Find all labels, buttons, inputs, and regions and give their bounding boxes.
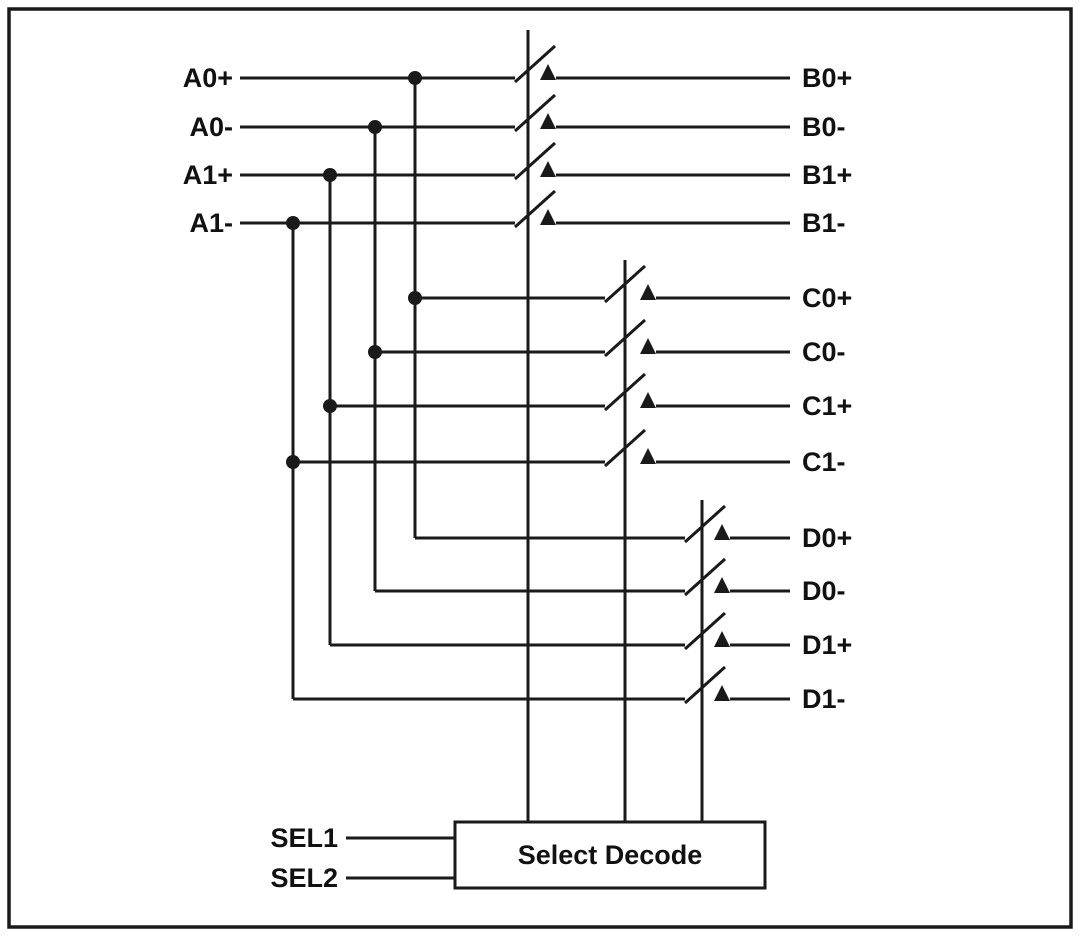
switch-blade xyxy=(603,372,647,412)
select-decode-block: SEL1 SEL2 Select Decode xyxy=(270,820,767,893)
switch-blade xyxy=(683,611,727,651)
channel-row-d0-plus: D0+ xyxy=(415,504,852,553)
channel-row-c1-plus: C1+ xyxy=(323,372,852,421)
switch-contact-triangle xyxy=(714,577,730,593)
output-label: B0- xyxy=(802,112,846,142)
switch-blade xyxy=(513,141,557,181)
switch-blade xyxy=(683,504,727,544)
input-label: A0- xyxy=(189,112,233,142)
output-label: D1- xyxy=(802,684,846,714)
switch-contact-triangle xyxy=(714,685,730,701)
input-label: A1+ xyxy=(183,160,233,190)
output-label: C0+ xyxy=(802,283,852,313)
channel-row-d0-minus: D0- xyxy=(375,557,846,606)
output-label: B1- xyxy=(802,208,846,238)
junction-dot xyxy=(408,71,422,85)
channel-row-c0-minus: C0- xyxy=(368,318,846,367)
switch-contact-triangle xyxy=(640,448,656,464)
diagram-border xyxy=(7,7,1073,929)
switch-contact-triangle xyxy=(640,392,656,408)
switch-contact-triangle xyxy=(540,161,556,177)
channel-row-b1-plus: A1+ B1+ xyxy=(183,141,852,190)
output-label: D1+ xyxy=(802,630,852,660)
switch-blade xyxy=(513,44,557,84)
output-label: B1+ xyxy=(802,160,852,190)
output-label: B0+ xyxy=(802,63,852,93)
junction-dot xyxy=(323,168,337,182)
channel-row-c1-minus: C1- xyxy=(286,428,846,477)
switch-blade xyxy=(603,318,647,358)
junction-dot xyxy=(368,120,382,134)
switch-blade xyxy=(513,93,557,133)
switch-blade xyxy=(603,428,647,468)
switch-contact-triangle xyxy=(540,64,556,80)
channel-row-b0-minus: A0- B0- xyxy=(189,93,846,142)
switch-contact-triangle xyxy=(714,524,730,540)
switch-contact-triangle xyxy=(540,113,556,129)
switch-blade xyxy=(683,665,727,705)
channel-row-d1-plus: D1+ xyxy=(330,611,852,660)
output-label: C1+ xyxy=(802,391,852,421)
junction-dot xyxy=(286,216,300,230)
switch-blade xyxy=(513,189,557,229)
switch-contact-triangle xyxy=(640,284,656,300)
channel-row-b1-minus: A1- B1- xyxy=(189,189,846,238)
output-label: D0- xyxy=(802,576,846,606)
channel-row-c0-plus: C0+ xyxy=(408,264,852,313)
output-label: C1- xyxy=(802,447,846,477)
channel-row-d1-minus: D1- xyxy=(293,665,846,714)
select-decode-label: Select Decode xyxy=(518,840,703,870)
switch-contact-triangle xyxy=(640,338,656,354)
switch-contact-triangle xyxy=(540,209,556,225)
output-label: C0- xyxy=(802,337,846,367)
output-label: D0+ xyxy=(802,523,852,553)
input-label: A0+ xyxy=(183,63,233,93)
select-decode-box xyxy=(453,820,767,890)
switch-blade xyxy=(603,264,647,304)
switch-contact-triangle xyxy=(714,631,730,647)
channel-row-b0-plus: A0+ B0+ xyxy=(183,44,852,93)
input-label: A1- xyxy=(189,208,233,238)
sel2-label: SEL2 xyxy=(270,863,338,893)
switch-blade xyxy=(683,557,727,597)
sel1-label: SEL1 xyxy=(270,823,338,853)
